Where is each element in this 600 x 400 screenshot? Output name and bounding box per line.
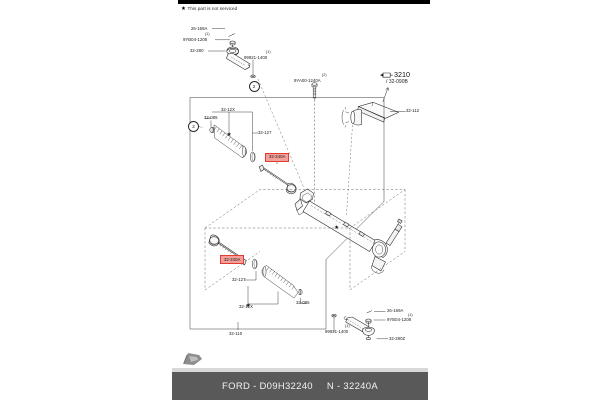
service-note: ★This part is not serviced [181,6,237,12]
label-tie-rod-end-upper: 32-280 [190,48,204,53]
index-marker-upper: 2 [248,81,260,92]
label-group-3210: 3210 [394,69,411,79]
label-cotter-lower-qty: (1) [345,324,350,328]
label-gear-assembly: 32-110 [229,330,243,336]
index-marker-lower: 2 [188,121,199,132]
footer-oem-number: FORD - D09H32240 [222,380,313,392]
watermark-icon [183,353,202,365]
label-bracket: 32-112 [406,108,420,113]
label-band-upper: 32-085 [204,115,218,120]
footer-bar: FORD - D09H32240 N - 32240A [172,372,428,400]
label-band-lower: 32-085 [296,299,310,305]
right-gutter [428,0,600,400]
label-bolt-upper: 9YB04-1208 [183,36,208,42]
footer-shadow [172,368,428,372]
label-inner-tie-rod-upper: 32-240A [265,152,290,162]
label-cotter-upper: 99921-1400 [244,55,268,60]
star-icon: ★ [181,6,186,12]
label-bolt-upper-qty: (1) [205,31,210,36]
label-nut-lower: 26-169A [387,308,404,313]
label-boot-upper: 32-127 [258,129,272,135]
label-mount-bolt-qty: (2) [322,72,327,77]
label-clamp-upper: 32-12X [221,106,235,112]
left-gutter [0,0,172,400]
label-mount-bolt: 9YA00-1240A [294,77,321,83]
page-top-rule [178,0,430,4]
label-group-3210-sub: / 32-090B [386,79,408,85]
label-nut-upper: 26-169A [191,25,208,31]
label-tie-rod-end-lower: 32-280Z [389,335,406,341]
label-bolt-lower: 9YB04-1208 [387,316,412,322]
footer-part-number: N - 32240A [326,380,378,392]
label-cotter-lower: 99921-1400 [325,329,349,334]
label-inner-tie-rod-lower: 32-240A [220,255,245,265]
label-cotter-upper-qty: (1) [266,49,271,54]
label-bolt-lower-qty: (1) [408,312,413,317]
label-boot-lower: 32-127 [232,276,246,282]
label-clamp-lower: 32-12X [239,304,253,309]
service-note-text: This part is not serviced [187,6,238,11]
